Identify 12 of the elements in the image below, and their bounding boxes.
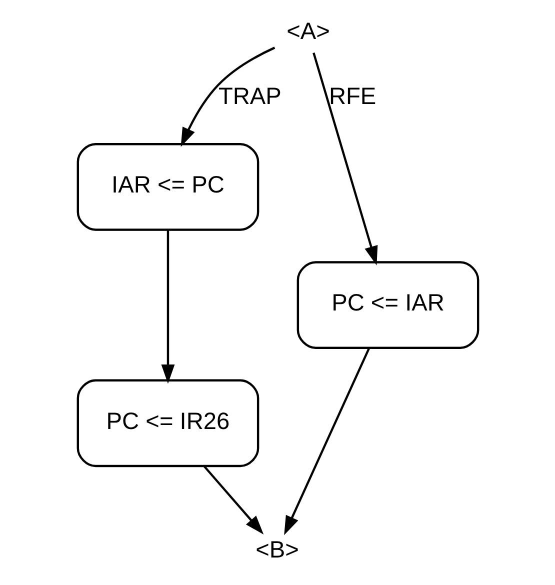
edge-label: TRAP (218, 84, 281, 110)
arrow (180, 46, 275, 147)
arrow (312, 52, 378, 266)
arrow (160, 230, 174, 384)
node-text: <B> (255, 537, 298, 564)
node-box: IAR <= PC (76, 142, 259, 231)
arrow (284, 348, 370, 536)
node-text: <A> (286, 18, 330, 45)
node-box: PC <= IAR (296, 261, 479, 349)
arrow (203, 466, 264, 535)
node-box: PC <= IR26 (76, 379, 259, 468)
edge-label: RFE (328, 84, 376, 110)
